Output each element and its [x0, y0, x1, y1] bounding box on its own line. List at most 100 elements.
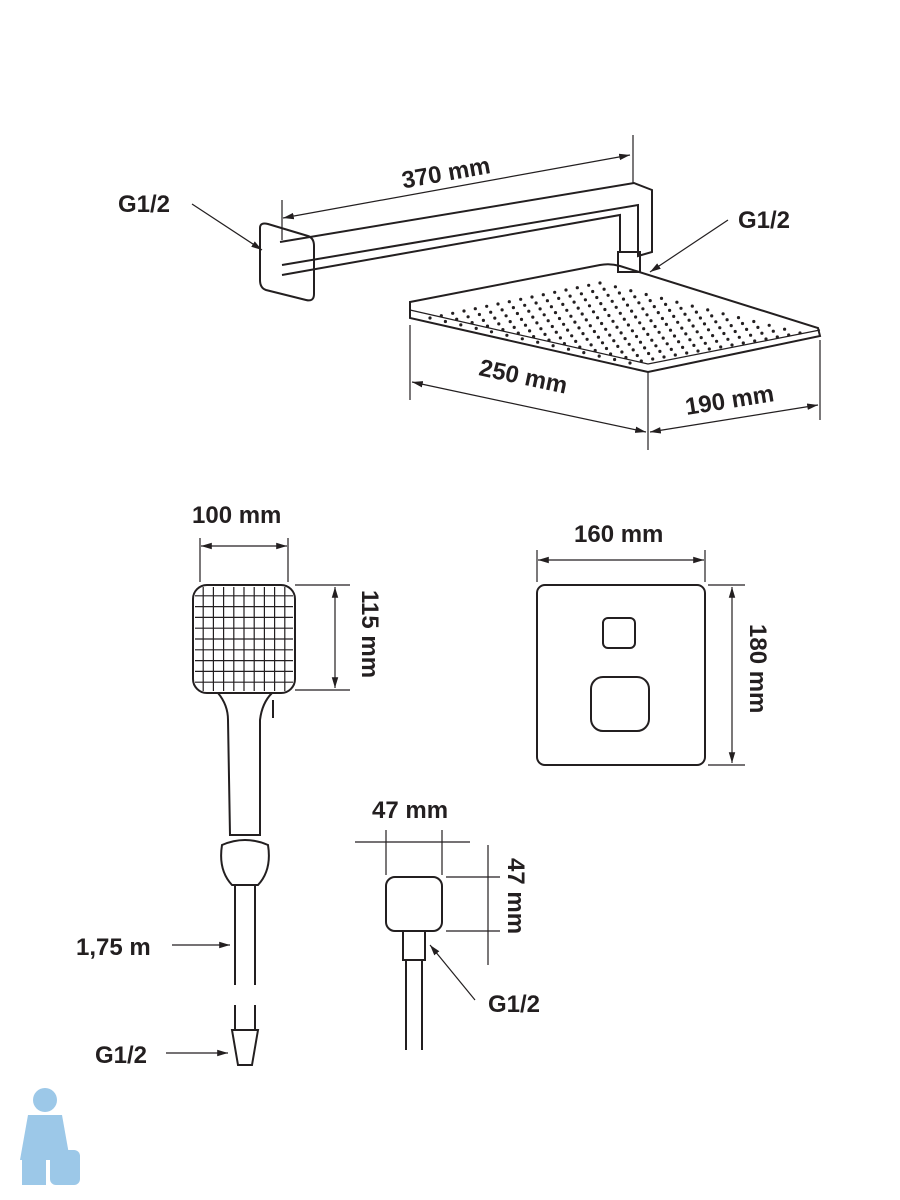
nozzle-dot [477, 312, 481, 317]
nozzle-dot [580, 312, 584, 316]
nozzle-dot [706, 308, 710, 312]
nozzle-dot [608, 333, 612, 337]
nozzle-dot [585, 337, 589, 341]
wall-outlet [385, 876, 443, 932]
nozzle-dot [566, 328, 570, 332]
nozzle-dot [557, 296, 561, 300]
nozzle-dot [505, 333, 509, 337]
nozzle-dot [562, 342, 567, 346]
nozzle-dot [512, 325, 516, 329]
nozzle-dot [592, 329, 597, 334]
nozzle-dot [534, 301, 538, 305]
nozzle-dot [604, 346, 609, 351]
nozzle-dot [616, 344, 620, 348]
nozzle-dot [726, 337, 730, 341]
nozzle-dot [714, 320, 718, 324]
nozzle-dot [653, 324, 657, 329]
nozzle-dot [547, 338, 551, 342]
nozzle-dot [687, 318, 691, 322]
nozzle-dot [553, 290, 557, 294]
selector-button [602, 617, 636, 649]
nozzle-dot [622, 317, 626, 321]
nozzle-dot [711, 334, 715, 338]
nozzle-dot [718, 326, 722, 330]
nozzle-dot [613, 357, 617, 362]
nozzle-dot [485, 304, 489, 308]
nozzle-dot [553, 311, 558, 315]
nozzle-dot [672, 334, 677, 338]
hose-length-label: 1,75 m [76, 934, 151, 961]
nozzle-dot [501, 328, 505, 332]
head-width-label: 190 mm [683, 380, 776, 421]
nozzle-dot [481, 318, 485, 322]
nozzle-dot [583, 298, 588, 302]
hand-shower-handle [217, 692, 273, 836]
nozzle-dot [639, 359, 643, 363]
nozzle-dot [558, 336, 563, 340]
nozzle-dot [572, 300, 576, 304]
nozzle-dot [609, 352, 613, 356]
nozzle-dot [596, 335, 601, 339]
nozzle-dot [729, 324, 733, 328]
nozzle-dot [459, 323, 463, 327]
nozzle-dot [443, 319, 447, 324]
hose-connection-label: G1/2 [95, 1042, 147, 1069]
nozzle-dot [676, 320, 680, 324]
nozzle-dot [651, 357, 655, 361]
nozzle-dot [725, 318, 729, 322]
nozzle-dot [646, 332, 650, 336]
nozzle-dot [607, 313, 611, 318]
nozzle-dot [577, 326, 581, 330]
nozzle-dot [691, 324, 695, 328]
nozzle-dot [564, 288, 568, 292]
nozzle-dot [610, 299, 614, 303]
nozzle-dot [611, 319, 615, 323]
nozzle-dot [613, 285, 618, 289]
nozzle-dot [489, 310, 493, 314]
nozzle-dot [516, 331, 520, 335]
nozzle-dot [589, 343, 593, 347]
nozzle-dot [598, 281, 602, 285]
nozzle-dot [694, 310, 699, 314]
nozzle-dot [652, 305, 656, 309]
arm-wall-connection-label: G1/2 [118, 191, 170, 218]
nozzle-dot [645, 313, 649, 317]
nozzle-dot [428, 316, 432, 320]
nozzle-dot [643, 346, 647, 350]
nozzle-dot [771, 329, 775, 333]
nozzle-dot [595, 295, 599, 300]
head-length-label: 250 mm [477, 355, 570, 400]
nozzle-dot [638, 321, 642, 325]
outlet-height-label: 47 mm [502, 858, 529, 934]
nozzle-dot [628, 361, 632, 365]
nozzle-dot [612, 339, 616, 343]
nozzle-dot [760, 331, 764, 335]
head-width-dimension [649, 403, 819, 434]
nozzle-dot [596, 316, 600, 320]
nozzle-dot [673, 353, 677, 357]
nozzle-dot [604, 327, 608, 331]
nozzle-dot [661, 336, 665, 340]
nozzle-dot [753, 339, 757, 343]
nozzle-dot [562, 322, 566, 326]
head-length-dimension [411, 381, 647, 433]
nozzle-dot [615, 325, 619, 329]
nozzle-dot [568, 294, 572, 298]
nozzle-dot [473, 307, 477, 311]
nozzle-dot [741, 341, 745, 345]
nozzle-dot [455, 317, 459, 321]
nozzle-dot [550, 324, 554, 329]
nozzle-dot [619, 331, 623, 335]
nozzle-dot [584, 318, 588, 322]
nozzle-dot [597, 354, 601, 358]
nozzle-dot [466, 315, 470, 319]
nozzle-dot [485, 324, 490, 328]
nozzle-dot [630, 309, 634, 313]
nozzle-dot [641, 307, 645, 311]
nozzle-dot [668, 328, 673, 332]
nozzle-dot [603, 307, 607, 312]
control-knob [590, 676, 650, 732]
nozzle-dot [650, 338, 654, 342]
nozzle-dot [685, 351, 689, 355]
nozzle-dot [798, 331, 802, 335]
